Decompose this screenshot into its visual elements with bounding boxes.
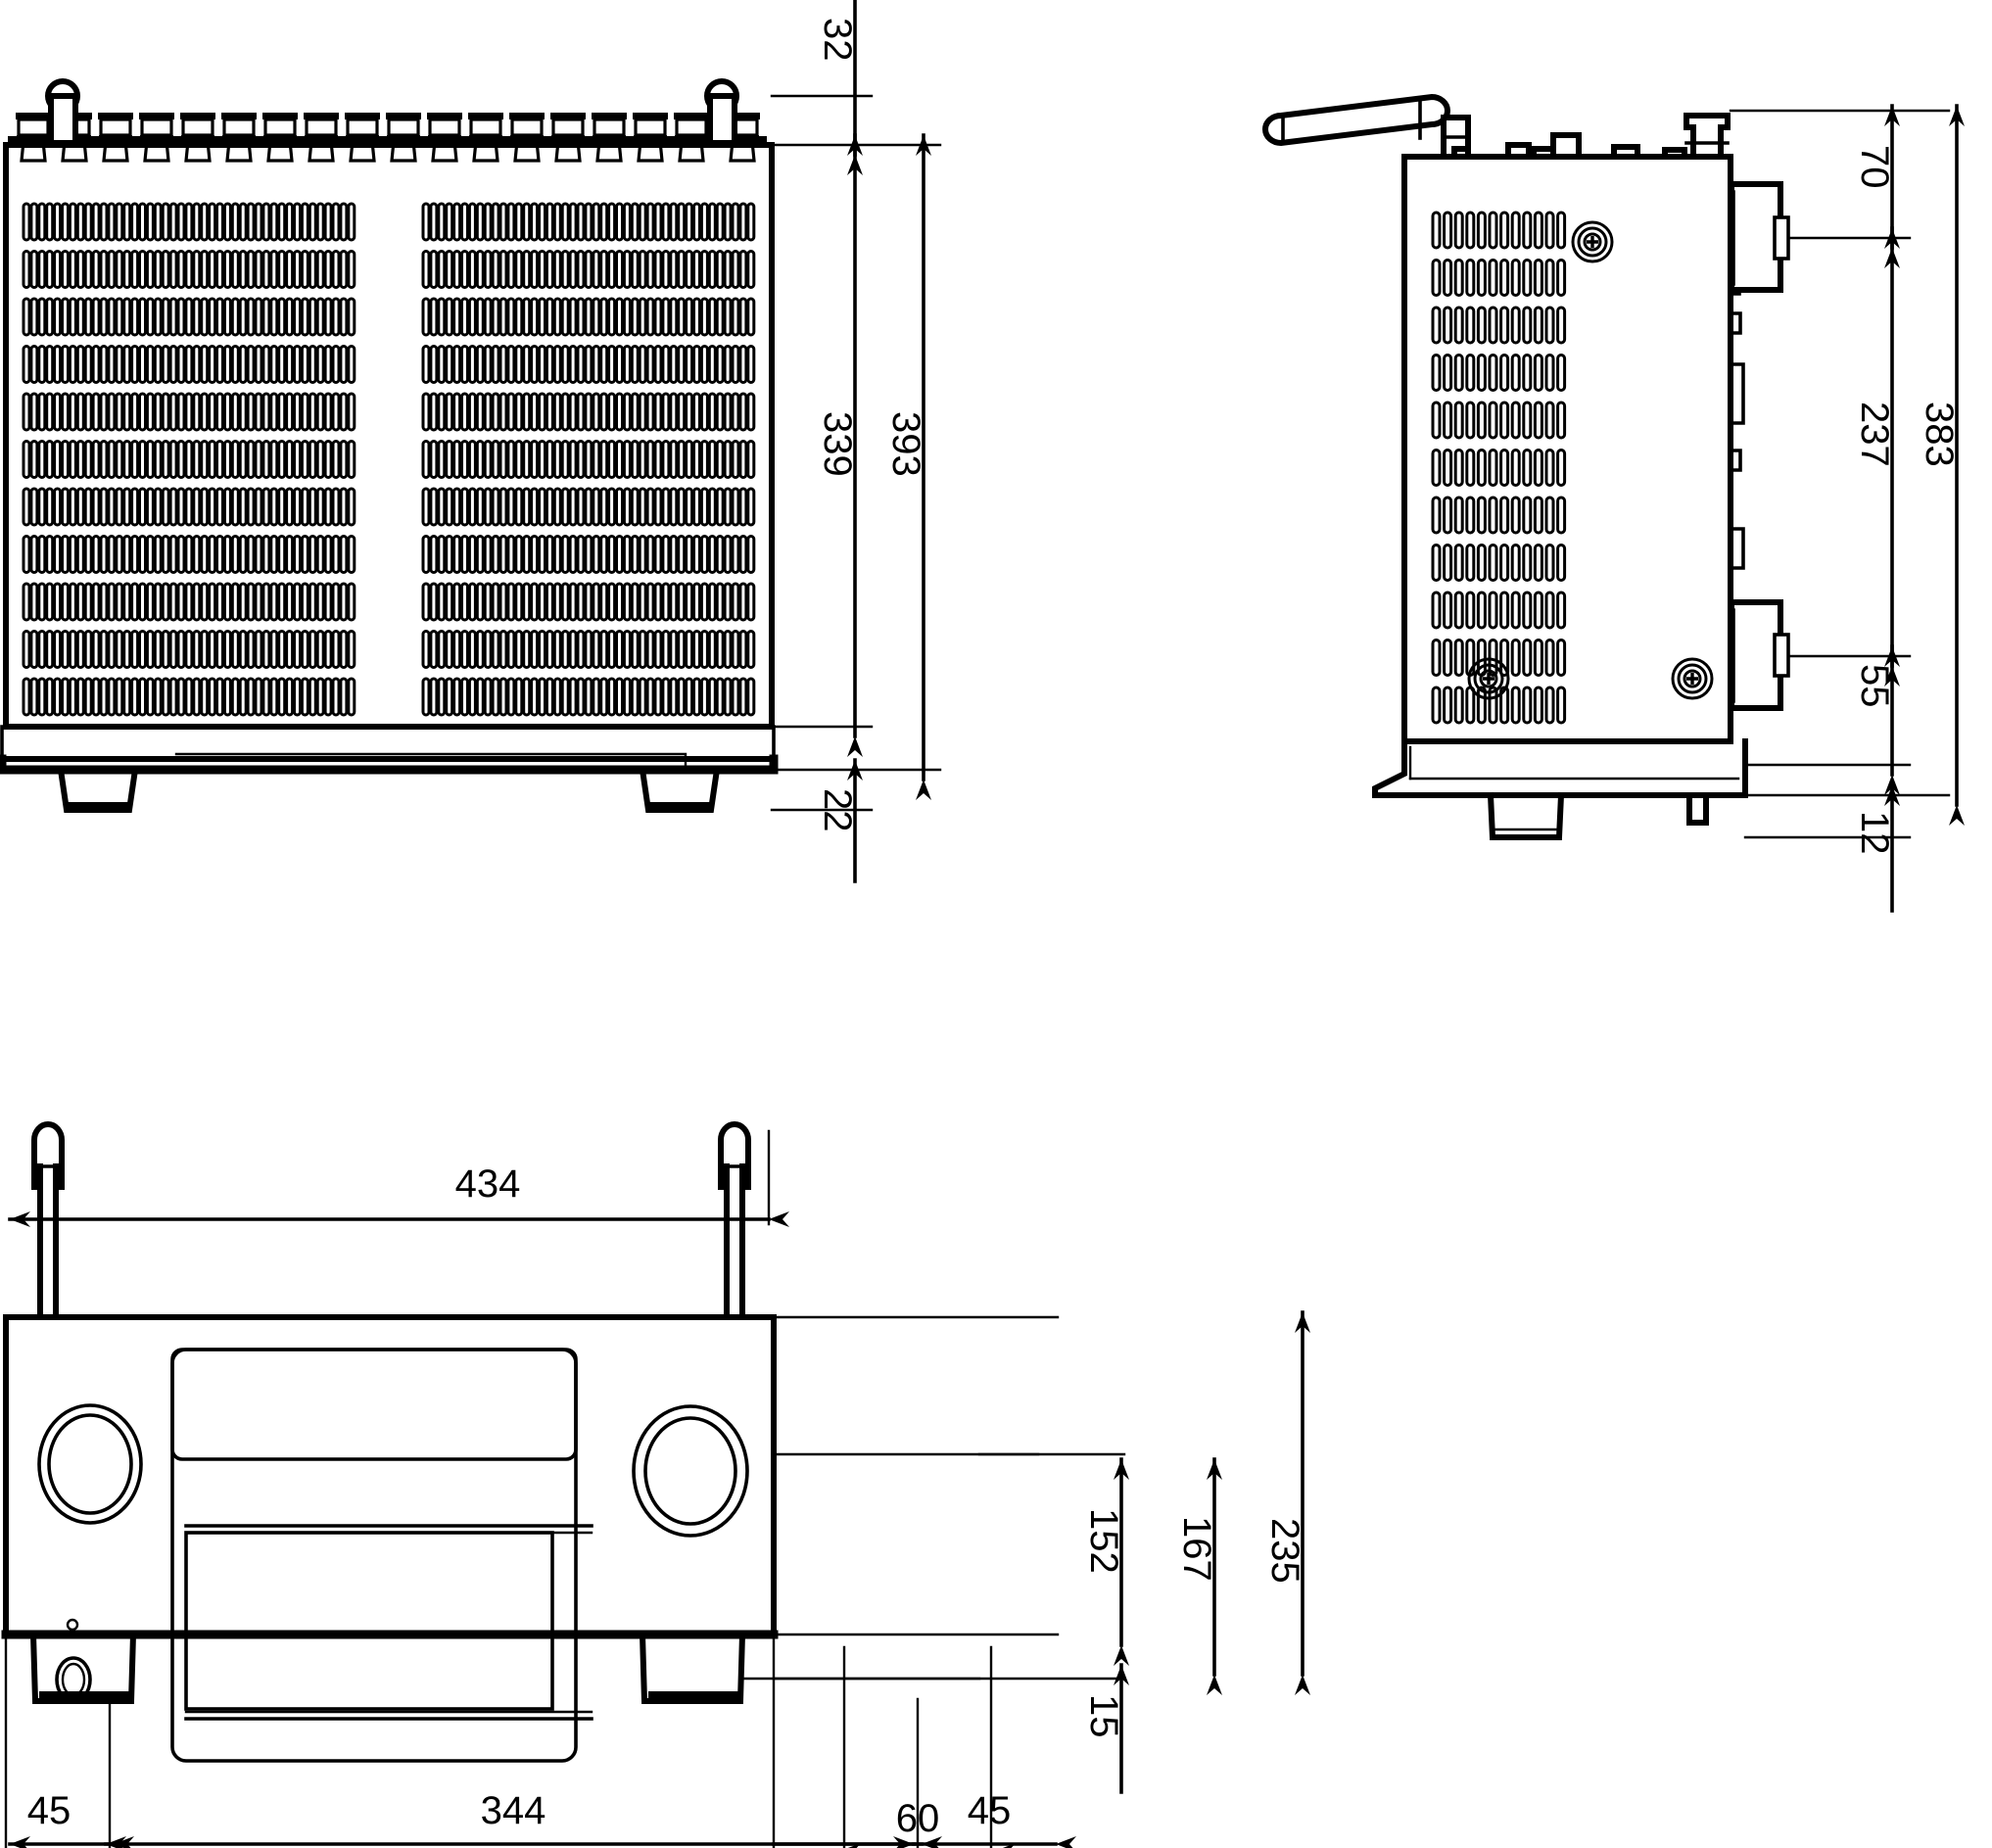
rear-view [0,78,779,813]
flip-down-door [184,1524,593,1721]
rear-panel-connector-lower [1729,599,1790,711]
dim-label-15: 15 [1082,1694,1125,1738]
dim-label-393: 393 [884,411,927,477]
rear-foot-left [57,766,139,813]
antenna-right [718,1121,751,1320]
antenna-left [31,1121,65,1320]
dim-label-383: 383 [1918,402,1961,467]
side-foot [1487,791,1709,840]
volume-knob-right[interactable] [632,1404,749,1538]
rear-view-dimensions: 32 339 393 22 [770,0,942,883]
chassis-screw-top [1571,220,1614,263]
side-vent-grille [1431,211,1567,725]
rear-foot-right [639,766,721,813]
chassis-screw-bottom-right [1671,657,1714,700]
side-view [1261,93,1790,840]
dim-label-167: 167 [1175,1516,1218,1582]
dim-label-344: 344 [481,1789,546,1832]
dim-label-237: 237 [1853,402,1896,467]
rear-chassis-outline [0,142,777,762]
dim-label-45-left: 45 [27,1789,71,1832]
top-connector-bumps [1451,132,1687,160]
rear-panel-connector-upper [1729,181,1790,293]
perforated-vent-grille-right-block [421,202,756,717]
side-base-plinth [1372,738,1748,798]
perforated-vent-grille-left-block [22,202,356,717]
dim-label-434: 434 [455,1162,521,1206]
side-view-dimensions: 70 237 383 55 12 [1729,104,1965,913]
dim-label-339: 339 [816,411,859,477]
dim-label-32: 32 [816,18,859,62]
speaker-binding-post-terminal-row [8,111,767,163]
front-foot-right [639,1631,746,1704]
rear-antenna-connector [1684,113,1731,160]
antenna-connector-left [45,78,80,146]
dim-label-12: 12 [1853,811,1896,855]
power-led [66,1618,79,1632]
display-panel [170,1348,578,1763]
antenna-connector-right [704,78,739,146]
front-foot-left [29,1631,137,1704]
dim-label-55: 55 [1853,664,1896,708]
front-chassis-outline [1,1314,779,1639]
folded-antenna [1261,93,1451,147]
dim-label-22: 22 [816,788,859,832]
rear-base-trim [0,752,779,775]
dim-label-152: 152 [1082,1508,1125,1574]
side-panel-tabs [1729,311,1745,570]
dim-label-45-right: 45 [968,1789,1012,1832]
dim-label-235: 235 [1263,1518,1306,1584]
dim-label-70: 70 [1853,145,1896,189]
chassis-screw-bottom-left [1467,657,1510,700]
input-selector-knob-left[interactable] [37,1403,143,1525]
front-view-dimensions: 434 152 167 235 15 60 [4,1129,1310,1848]
